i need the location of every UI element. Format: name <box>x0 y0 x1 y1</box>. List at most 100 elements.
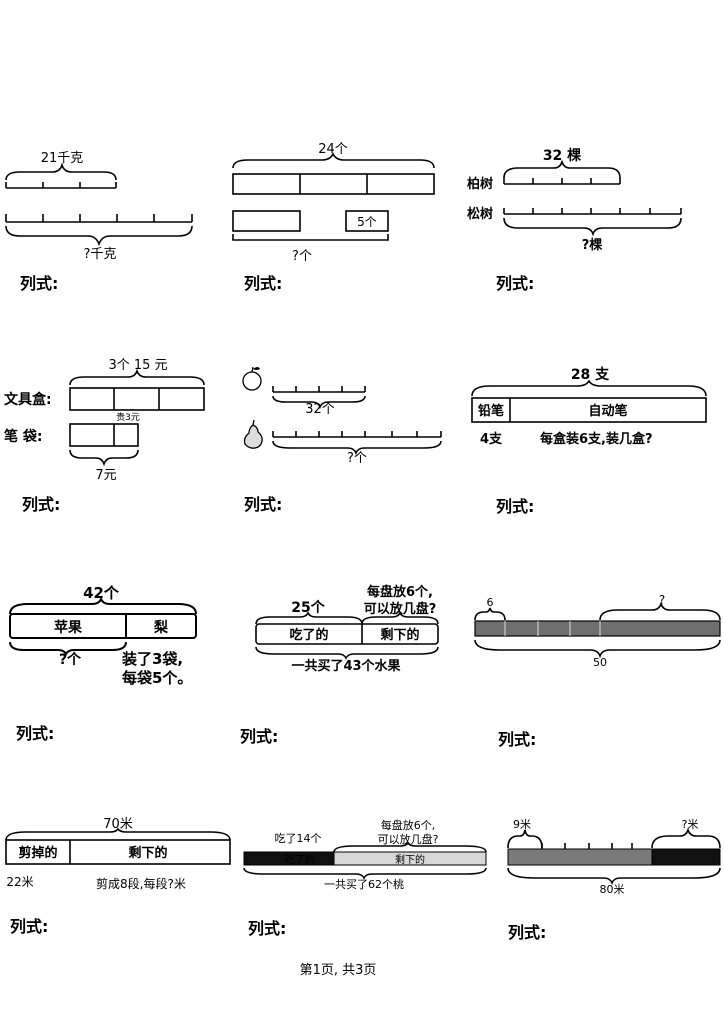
p12-left-brace <box>507 829 543 849</box>
p11-note-line2: 可以放几盘? <box>378 832 439 846</box>
page-footer: 第1页, 共3页 <box>300 963 377 978</box>
apple-icon <box>242 366 262 391</box>
p6-note: 每盒装6支,装几盒? <box>540 431 653 447</box>
p10-note: 剪成8段,每段?米 <box>96 876 186 891</box>
p4-bottom-bar <box>69 423 139 447</box>
p4-answer-label: 列式: <box>22 495 60 514</box>
p9-left-brace <box>474 607 506 621</box>
p2-top-label: 24个 <box>318 142 348 157</box>
p11-bottom-label: 一共买了62个桃 <box>324 877 404 891</box>
p9-right-top-label: ? <box>659 593 665 607</box>
p8-right-brace <box>361 611 439 625</box>
p5-bottom-label: ?个 <box>347 451 367 466</box>
p2-small-box-label: 5个 <box>357 215 377 229</box>
p10-left-box-label: 剪掉的 <box>18 845 57 861</box>
p6-top-label: 28 支 <box>571 366 610 383</box>
p12-bottom-brace <box>507 867 721 886</box>
p8-bottom-brace <box>255 646 439 660</box>
p3-top-brace <box>503 159 621 179</box>
p1-top-label: 21千克 <box>41 151 84 166</box>
pear-icon <box>243 419 263 449</box>
problem-3: 32 棵 柏树 松树 ?棵 列式: <box>467 147 682 293</box>
p7-top-brace <box>9 596 197 615</box>
p3-row1-label: 柏树 <box>467 176 493 192</box>
p8-note-line2: 可以放几盘? <box>364 601 437 617</box>
p6-top-brace <box>471 379 707 397</box>
problem-10: 70米 剪掉的 剩下的 22米 剪成8段,每段?米 列式: <box>5 817 231 936</box>
p3-row2-label: 松树 <box>467 206 493 222</box>
p1-bottom-label: ?千克 <box>84 247 117 262</box>
p11-answer-label: 列式: <box>248 919 286 938</box>
p11-bottom-brace <box>243 867 487 880</box>
p11-left-box-label: 吃了的 <box>285 853 315 866</box>
p5-pear-brace <box>272 440 442 456</box>
p8-left-box-label: 吃了的 <box>289 627 328 643</box>
p12-right-bar <box>651 848 721 866</box>
p9-left-top-label: 6 <box>487 596 494 609</box>
problem-2: 24个 5个 ?个 列式: <box>232 142 435 293</box>
p12-middle-bar <box>507 848 653 866</box>
p4-row1-label: 文具盒: <box>4 391 52 408</box>
p4-top-brace <box>69 368 205 386</box>
p7-bottom-brace <box>9 641 127 657</box>
p10-right-box-label: 剩下的 <box>128 845 167 861</box>
p7-top-label: 42个 <box>83 584 120 602</box>
p5-apple-brace <box>272 395 366 410</box>
p6-bar <box>471 397 707 423</box>
p11-right-brace <box>333 841 487 853</box>
p10-top-brace <box>5 827 231 841</box>
p9-answer-label: 列式: <box>498 730 536 749</box>
problem-7: 42个 苹果 梨 ?个 装了3袋, 每袋5个。 列式: <box>9 584 197 743</box>
p12-answer-label: 列式: <box>508 923 546 942</box>
p7-note-line1: 装了3袋, <box>121 650 183 668</box>
p10-bar <box>5 839 231 865</box>
problem-8: 25个 每盘放6个, 可以放几盘? 吃了的 剩下的 一共买了43个水果 列式: <box>240 584 439 746</box>
p7-left-under-label: ?个 <box>59 651 82 668</box>
p6-answer-label: 列式: <box>496 497 534 516</box>
p11-note-line1: 每盘放6个, <box>381 818 436 832</box>
problem-9: 6 ? 50 列式: <box>474 593 721 749</box>
p8-left-brace <box>255 611 363 625</box>
p11-right-box-label: 剩下的 <box>395 853 425 866</box>
p8-bottom-label: 一共买了43个水果 <box>291 658 400 674</box>
p12-left-top-label: 9米 <box>513 818 531 831</box>
p11-left-top-label: 吃了14个 <box>275 832 322 845</box>
p9-bar <box>474 620 721 637</box>
p11-right-bar <box>333 851 487 866</box>
p2-bottom-label: ?个 <box>292 249 312 264</box>
p8-note-line1: 每盘放6个, <box>367 584 433 600</box>
problem-12: 9米 ?米 80米 列式: <box>507 818 721 942</box>
p4-top-bar <box>69 387 205 411</box>
p9-bottom-label: 50 <box>593 656 607 669</box>
p3-bottom-brace <box>503 217 682 237</box>
p4-bottom-label: 7元 <box>95 468 116 483</box>
p12-bottom-label: 80米 <box>600 883 625 896</box>
p2-top-brace <box>232 152 435 169</box>
p5-answer-label: 列式: <box>244 495 282 514</box>
problem-1: 21千克 ?千克 列式: <box>5 151 193 293</box>
p4-mid-note: 贵3元 <box>116 411 140 423</box>
problem-5: 32个 ?个 列式: <box>242 366 442 514</box>
p2-small-box <box>345 210 389 232</box>
p10-left-under-label: 22米 <box>6 875 33 889</box>
p12-right-top-label: ?米 <box>682 818 699 831</box>
p10-top-label: 70米 <box>103 817 133 832</box>
p1-bottom-brace <box>5 225 193 247</box>
p9-bottom-brace <box>474 639 721 659</box>
p6-left-under-label: 4支 <box>480 431 503 447</box>
p3-top-label: 32 棵 <box>543 147 581 164</box>
p3-bottom-label: ?棵 <box>582 237 603 253</box>
problem-11: 吃了14个 每盘放6个, 可以放几盘? 吃了的 剩下的 一共买了62个桃 列式: <box>243 818 487 938</box>
p8-right-box-label: 剩下的 <box>380 627 419 643</box>
p7-note-line2: 每袋5个。 <box>122 669 192 687</box>
p7-right-box-label: 梨 <box>153 619 169 636</box>
p7-bar <box>9 613 197 639</box>
p8-answer-label: 列式: <box>240 727 278 746</box>
p7-answer-label: 列式: <box>16 724 54 743</box>
p2-top-bar <box>232 173 435 195</box>
p4-bottom-brace <box>69 449 139 467</box>
p6-right-box-label: 自动笔 <box>588 403 627 419</box>
p2-bottom-bracket <box>232 234 389 241</box>
p4-top-label: 3个 15 元 <box>108 358 167 373</box>
p9-right-brace <box>599 601 721 621</box>
